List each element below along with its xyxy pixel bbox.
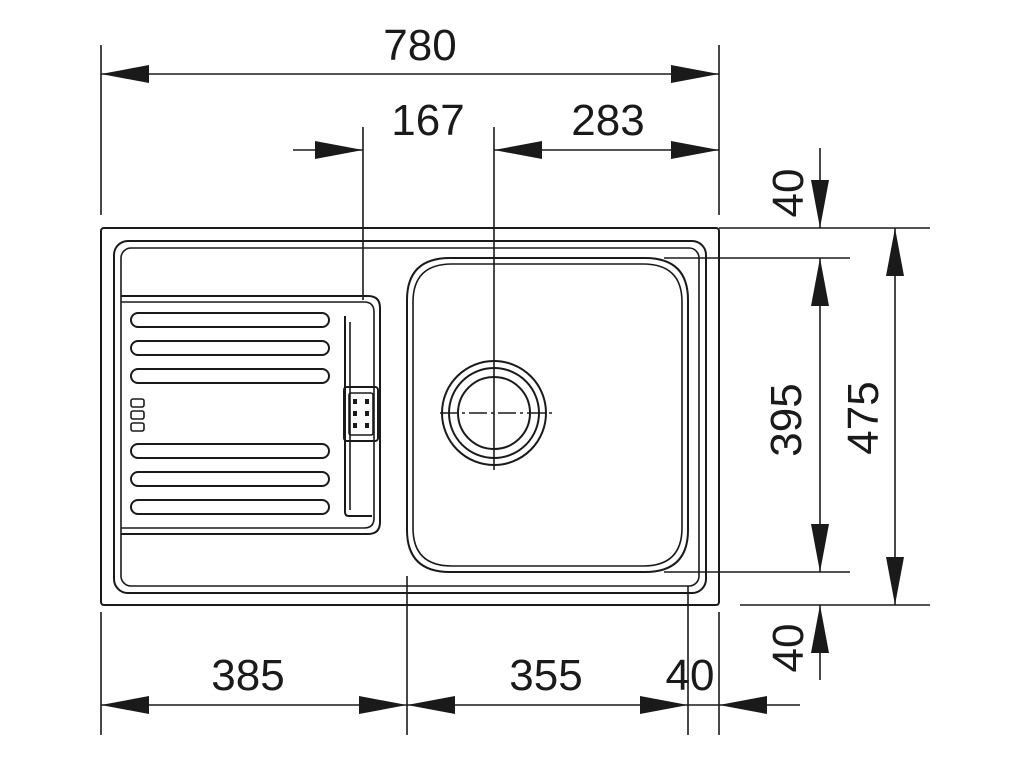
overflow-outlet-icon: [343, 386, 379, 442]
dimension-line-overall-depth: [886, 228, 904, 605]
dim-label-back-margin: 40: [764, 169, 813, 218]
extension-lines: [100, 45, 930, 735]
sink-bowl: [406, 257, 689, 573]
drainer-groove: [130, 312, 330, 515]
overflow-channel: [344, 316, 372, 517]
dimension-line-bowl-depth: [811, 258, 829, 572]
dim-label-bowl-center-offset: 283: [571, 96, 644, 145]
drainer-small-slots: [130, 398, 145, 432]
dimension-line-overall-width: [101, 65, 719, 83]
dim-label-overall-width: 780: [383, 21, 456, 70]
dimension-line-drainer-width: [101, 696, 407, 714]
dimension-line-side-margin: [688, 696, 800, 714]
center-lines: [362, 127, 495, 470]
drain-icon: [440, 360, 556, 466]
dim-label-front-margin: 40: [764, 624, 813, 673]
drainer-board: [121, 295, 381, 535]
dimension-line-back-margin: [811, 148, 829, 228]
dimension-line-tap-offset: [293, 141, 363, 159]
dim-label-side-margin: 40: [666, 651, 715, 700]
dimension-line-bowl-center-offset: [494, 141, 719, 159]
dim-label-bowl-width: 355: [509, 651, 582, 700]
dim-label-bowl-depth: 395: [762, 383, 811, 456]
sink-outline: [100, 227, 720, 606]
dimension-line-front-margin: [811, 605, 829, 680]
dim-label-tap-offset: 167: [391, 96, 464, 145]
dim-label-drainer-width: 385: [211, 651, 284, 700]
dimension-line-bowl-width: [407, 696, 688, 714]
dim-label-overall-depth: 475: [839, 381, 888, 454]
